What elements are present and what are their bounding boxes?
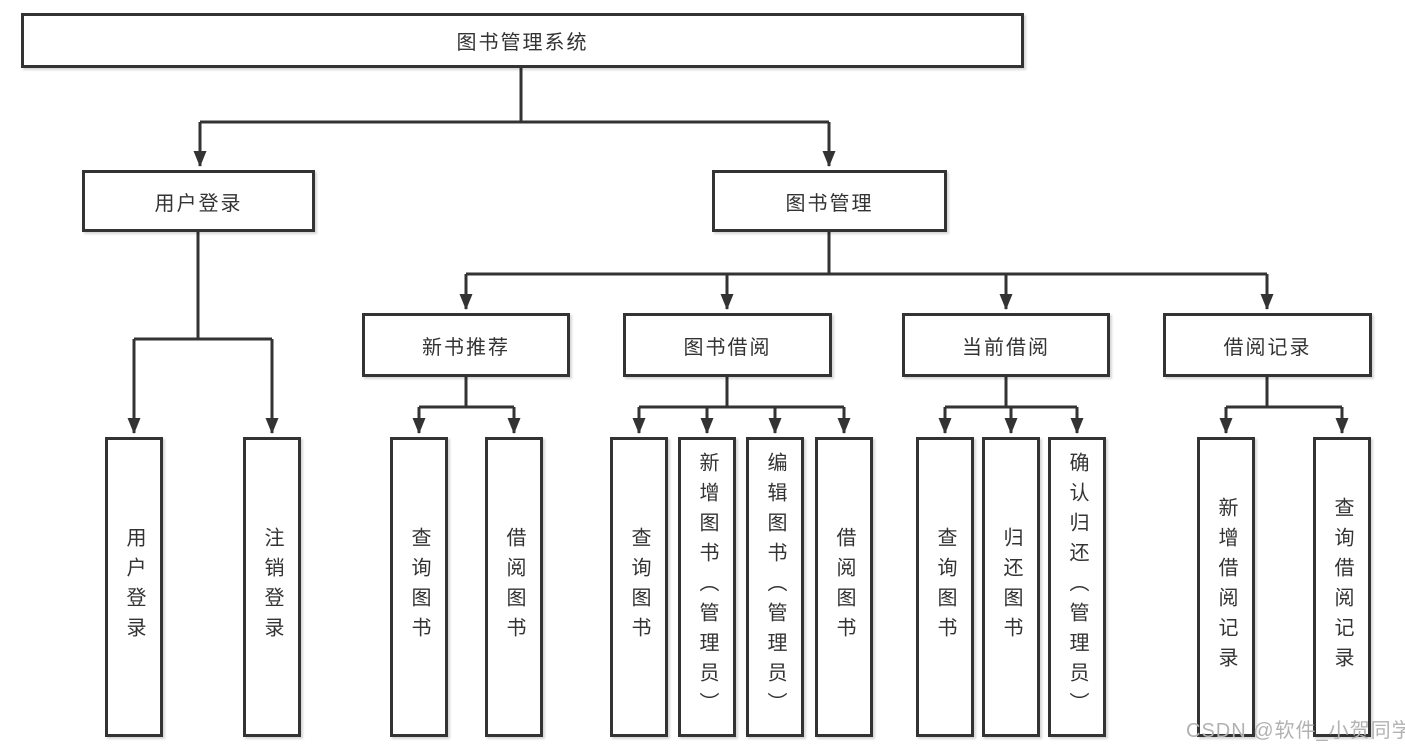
- node-borrowing-records: 借阅记录: [1163, 313, 1372, 377]
- leaf-add-borrow-record-label: 新增借阅记录: [1215, 497, 1237, 677]
- node-current-borrowing: 当前借阅: [902, 313, 1110, 377]
- leaf-confirm-return-admin-label: 确认归还（管理员）: [1066, 452, 1088, 722]
- leaf-query-books-current-label: 查询图书: [934, 527, 956, 647]
- leaf-return-books-label: 归还图书: [1000, 527, 1022, 647]
- node-new-book-recommendation-label: 新书推荐: [422, 336, 510, 359]
- node-user-login-label: 用户登录: [154, 192, 243, 215]
- leaf-borrow-books-recommend-label: 借阅图书: [503, 527, 525, 647]
- leaf-query-books-borrow: 查询图书: [610, 437, 668, 737]
- leaf-query-books-current: 查询图书: [916, 437, 974, 737]
- leaf-query-books-recommend-label: 查询图书: [408, 527, 430, 647]
- leaf-add-books-admin-label: 新增图书（管理员）: [696, 452, 718, 722]
- leaf-logout-label: 注销登录: [261, 527, 283, 647]
- node-book-borrowing: 图书借阅: [623, 313, 832, 377]
- leaf-add-books-admin: 新增图书（管理员）: [678, 437, 736, 737]
- node-user-login: 用户登录: [82, 170, 315, 232]
- leaf-return-books: 归还图书: [982, 437, 1040, 737]
- leaf-borrow-books: 借阅图书: [815, 437, 873, 737]
- leaf-borrow-books-label: 借阅图书: [833, 527, 855, 647]
- node-borrowing-records-label: 借阅记录: [1223, 336, 1312, 359]
- node-library-system-root-label: 图书管理系统: [456, 32, 589, 54]
- node-library-system-root: 图书管理系统: [21, 13, 1024, 68]
- connector-segments: [127, 68, 1349, 434]
- leaf-query-books-recommend: 查询图书: [390, 437, 448, 737]
- leaf-edit-books-admin-label: 编辑图书（管理员）: [764, 452, 786, 722]
- leaf-query-borrow-record: 查询借阅记录: [1313, 437, 1371, 737]
- node-book-management-label: 图书管理: [785, 192, 874, 215]
- leaf-query-borrow-record-label: 查询借阅记录: [1331, 497, 1353, 677]
- leaf-borrow-books-recommend: 借阅图书: [485, 437, 543, 737]
- node-book-management: 图书管理: [712, 170, 947, 232]
- leaf-logout: 注销登录: [243, 437, 301, 737]
- leaf-add-borrow-record: 新增借阅记录: [1197, 437, 1255, 737]
- node-new-book-recommendation: 新书推荐: [362, 313, 570, 377]
- node-current-borrowing-label: 当前借阅: [962, 336, 1050, 359]
- node-book-borrowing-label: 图书借阅: [683, 336, 772, 359]
- watermark: CSDN @软件_小贺同学: [1186, 720, 1405, 742]
- leaf-query-books-borrow-label: 查询图书: [628, 527, 650, 647]
- leaf-user-login: 用户登录: [105, 437, 163, 737]
- leaf-confirm-return-admin: 确认归还（管理员）: [1048, 437, 1106, 737]
- leaf-user-login-label: 用户登录: [123, 527, 145, 647]
- leaf-edit-books-admin: 编辑图书（管理员）: [746, 437, 804, 737]
